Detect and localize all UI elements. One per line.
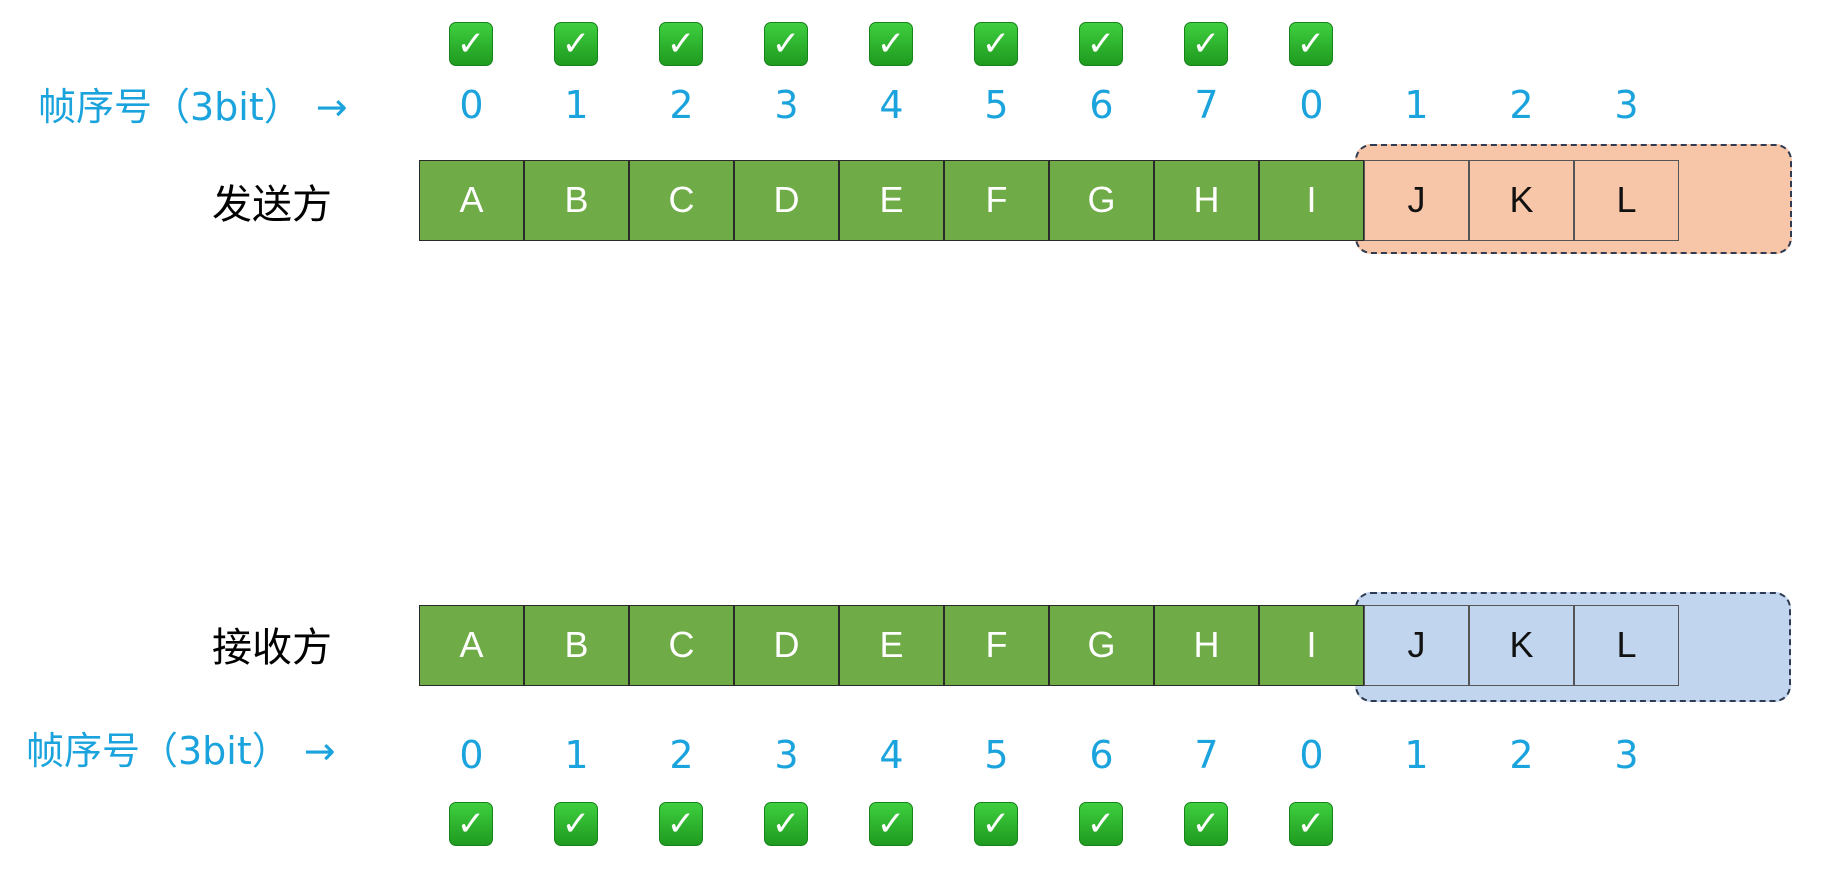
sender-window-frame: J [1364,160,1469,241]
arrow-right-icon: → [303,729,336,773]
receiver-seq-number: 5 [984,733,1009,777]
sender-seq-number: 0 [459,83,484,127]
receiver-seq-number: 3 [774,733,799,777]
sender-seq-number: 6 [1089,83,1114,127]
sender-seq-number: 2 [1509,83,1534,127]
receiver-acked-frame: G [1049,605,1154,686]
sender-acked-frame: F [944,160,1049,241]
checkmark-icon: ✓ [869,22,913,66]
sender-seq-label-text: 帧序号（3bit） [38,85,302,129]
sender-seq-number: 1 [1404,83,1429,127]
receiver-acked-frame: B [524,605,629,686]
receiver-window-frame: L [1574,605,1679,686]
sender-seq-number: 2 [669,83,694,127]
receiver-acked-frame: C [629,605,734,686]
receiver-seq-number: 1 [1404,733,1429,777]
checkmark-icon: ✓ [1289,22,1333,66]
receiver-window-frame: K [1469,605,1574,686]
checkmark-icon: ✓ [974,802,1018,846]
sender-label: 发送方 [212,182,332,228]
receiver-seq-number: 1 [564,733,589,777]
sender-seq-number: 3 [774,83,799,127]
receiver-window-frame: J [1364,605,1469,686]
sender-seq-number: 1 [564,83,589,127]
checkmark-icon: ✓ [1184,22,1228,66]
sender-seq-number: 0 [1299,83,1324,127]
checkmark-icon: ✓ [974,22,1018,66]
checkmark-icon: ✓ [554,802,598,846]
sender-acked-frame: E [839,160,944,241]
checkmark-icon: ✓ [764,802,808,846]
sender-acked-frame: G [1049,160,1154,241]
checkmark-icon: ✓ [764,22,808,66]
checkmark-icon: ✓ [1289,802,1333,846]
sender-acked-frame: C [629,160,734,241]
receiver-acked-frame: E [839,605,944,686]
arrow-right-icon: → [315,85,348,129]
sender-seq-label: 帧序号（3bit） → [38,88,348,126]
sender-window-frame: K [1469,160,1574,241]
sender-window-frame: L [1574,160,1679,241]
receiver-label: 接收方 [212,625,332,671]
checkmark-icon: ✓ [449,22,493,66]
receiver-seq-number: 3 [1614,733,1639,777]
sender-acked-frame: H [1154,160,1259,241]
sender-seq-number: 3 [1614,83,1639,127]
receiver-seq-label-text: 帧序号（3bit） [26,729,290,773]
checkmark-icon: ✓ [1184,802,1228,846]
receiver-seq-number: 2 [1509,733,1534,777]
checkmark-icon: ✓ [659,802,703,846]
receiver-acked-frame: H [1154,605,1259,686]
receiver-seq-number: 0 [1299,733,1324,777]
sender-seq-number: 5 [984,83,1009,127]
receiver-seq-number: 0 [459,733,484,777]
sender-acked-frame: D [734,160,839,241]
checkmark-icon: ✓ [1079,22,1123,66]
checkmark-icon: ✓ [554,22,598,66]
receiver-seq-label: 帧序号（3bit） → [26,732,336,770]
sender-acked-frame: I [1259,160,1364,241]
checkmark-icon: ✓ [449,802,493,846]
receiver-acked-frame: D [734,605,839,686]
receiver-seq-number: 2 [669,733,694,777]
receiver-acked-frame: A [419,605,524,686]
checkmark-icon: ✓ [869,802,913,846]
receiver-seq-number: 6 [1089,733,1114,777]
sender-acked-frame: B [524,160,629,241]
sender-seq-number: 7 [1194,83,1219,127]
receiver-seq-number: 4 [879,733,904,777]
receiver-acked-frame: F [944,605,1049,686]
sender-acked-frame: A [419,160,524,241]
receiver-acked-frame: I [1259,605,1364,686]
sender-seq-number: 4 [879,83,904,127]
checkmark-icon: ✓ [1079,802,1123,846]
receiver-seq-number: 7 [1194,733,1219,777]
checkmark-icon: ✓ [659,22,703,66]
